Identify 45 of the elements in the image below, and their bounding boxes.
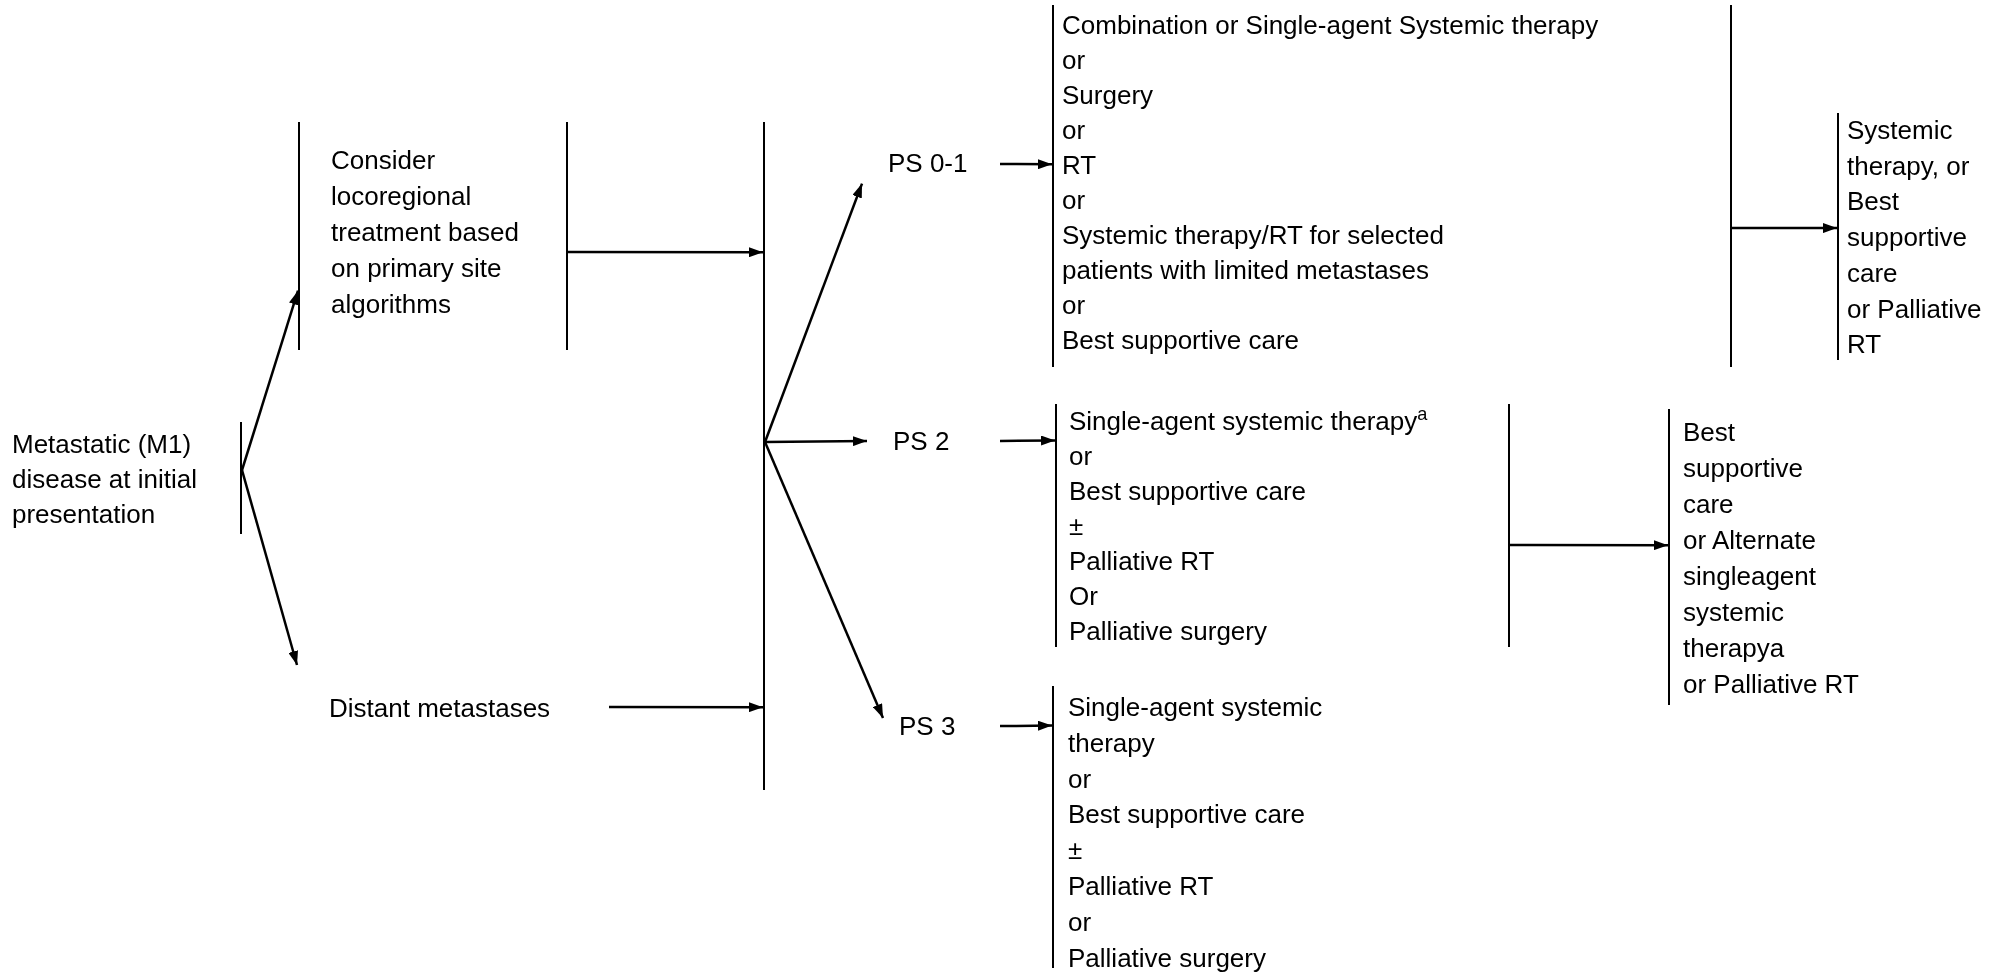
- step-text: RT: [1062, 149, 1098, 182]
- arrow: [765, 436, 867, 447]
- arrow: [763, 183, 864, 443]
- step-text: Single-agent systemic therapy$^{a}$: [1069, 404, 1429, 438]
- step-text: Best supportive care: [1068, 798, 1306, 832]
- step-text: or: [1062, 184, 1087, 217]
- arrow: [568, 247, 763, 258]
- step-text: ±: [1069, 510, 1085, 543]
- step-text: or Palliative RT: [1683, 668, 1860, 701]
- step-text: or: [1062, 44, 1087, 77]
- step-text: Systemic therapy, or: [1847, 114, 1971, 183]
- step-text: or: [1062, 289, 1087, 322]
- step-text: Best supportive care: [1062, 324, 1300, 357]
- arrow: [1732, 223, 1837, 234]
- step-text: Distant metastases: [329, 692, 552, 725]
- step-text: Combination or Single-agent Systemic therapy: [1062, 9, 1600, 42]
- bracketed-step: [1052, 5, 1732, 367]
- step-text: or: [1062, 114, 1087, 147]
- step-text: Or: [1069, 580, 1099, 613]
- step-text: or: [1068, 905, 1093, 939]
- arrow: [763, 441, 885, 719]
- step-text: Palliative surgery: [1069, 615, 1268, 648]
- step-text: Consider locoregional treatment based on primary site algorithms: [331, 144, 520, 321]
- bracketed-step: [1055, 404, 1510, 647]
- step-text: or: [1069, 440, 1094, 473]
- bracketed-step: [298, 122, 568, 350]
- arrow: [1000, 720, 1052, 731]
- step-text: PS 0-1: [888, 147, 969, 180]
- step-text: PS 3: [899, 710, 957, 743]
- step-text: Metastatic (M1) disease at initial presentation: [12, 428, 198, 531]
- arrow: [1000, 159, 1052, 170]
- arrow: [1510, 540, 1668, 551]
- step-text: or Palliative RT: [1847, 292, 1983, 362]
- arrow: [609, 702, 763, 713]
- arrow: [1000, 435, 1055, 446]
- step-text: Palliative surgery: [1068, 941, 1267, 974]
- step-text: ±: [1068, 834, 1084, 868]
- step-text: PS 2: [893, 425, 951, 458]
- step-text: or: [1068, 762, 1093, 796]
- step-text: Best supportive care: [1069, 475, 1307, 508]
- step-text: Palliative RT: [1069, 545, 1216, 578]
- arrow: [240, 469, 299, 666]
- arrow: [240, 290, 300, 471]
- step-text: Palliative RT: [1068, 870, 1215, 903]
- step-text: Surgery: [1062, 79, 1155, 112]
